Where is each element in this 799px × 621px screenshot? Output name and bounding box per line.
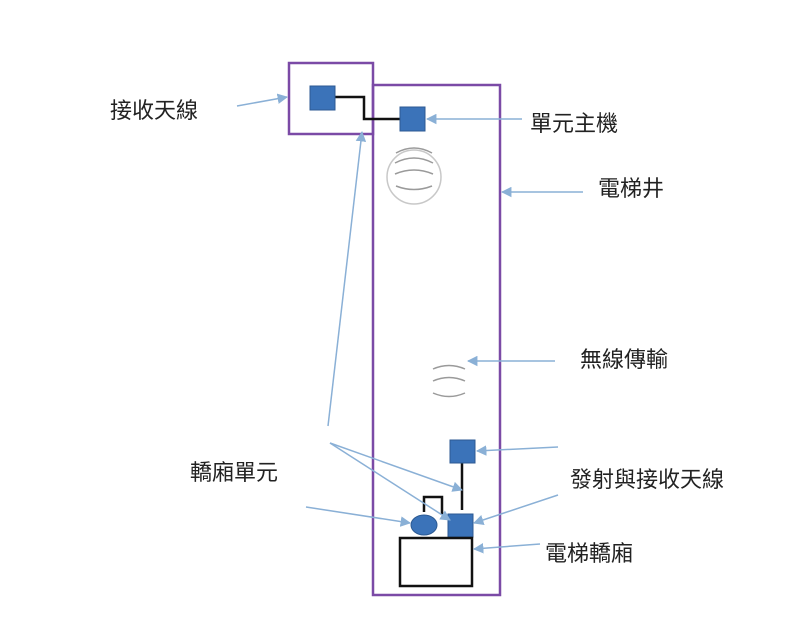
label-main-unit: 單元主機 [530, 112, 619, 137]
tx-rx-antenna-arrow-top [475, 445, 559, 456]
elevator-car-arrow [472, 543, 541, 554]
main-unit-block [399, 106, 426, 132]
lower-signal-waves [432, 364, 466, 398]
label-receive-antenna: 接收天線 [110, 99, 199, 124]
elevator-car-body [398, 536, 474, 588]
car-unit-arrow-to-ellipse [305, 506, 412, 527]
car-unit-ellipse [410, 514, 438, 536]
receive-antenna-block [309, 85, 336, 111]
label-elevator-car: 電梯轎廂 [545, 542, 634, 567]
car-connector-block [447, 513, 474, 538]
tx-rx-antenna-block [449, 439, 476, 464]
car-unit-arrow-to-connector [329, 442, 451, 521]
label-wireless-transmission: 無線傳輸 [580, 348, 669, 373]
car-unit-arrow-to-car-antenna [329, 442, 463, 492]
car-unit-wire [422, 495, 444, 515]
label-car-unit: 轎廂單元 [190, 461, 279, 486]
antenna-wire [335, 95, 400, 121]
tx-rx-antenna-arrow-bottom [473, 494, 559, 525]
label-elevator-shaft: 電梯井 [598, 177, 665, 202]
upper-signal-waves [386, 147, 442, 205]
label-tx-rx-antenna: 發射與接收天線 [570, 468, 725, 493]
receive-antenna-arrow [236, 93, 289, 107]
elevator-shaft-frame [371, 83, 502, 597]
car-unit-arrow-to-antenna-box [327, 130, 367, 427]
